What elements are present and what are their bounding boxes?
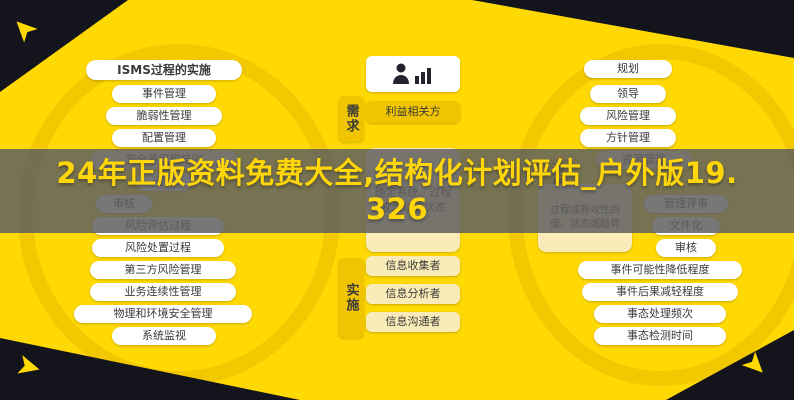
right-item-policy-mgmt: 方针管理: [580, 129, 676, 147]
overlay-banner-text-line2: 326: [365, 192, 429, 226]
right-item-leadership: 领导: [590, 85, 666, 103]
left-item-incident-mgmt: 事件管理: [112, 85, 216, 103]
implement-label: 实施: [338, 258, 364, 338]
left-item-config-mgmt: 配置管理: [112, 129, 216, 147]
right-item-risk-mgmt: 风险管理: [580, 107, 676, 125]
right-item-incident-likelihood-reduction: 事件可能性降低程度: [578, 261, 742, 279]
info-collector-box: 信息收集者: [366, 256, 460, 276]
stakeholder-icon-box: [366, 56, 460, 92]
left-item-vulnerability-mgmt: 脆弱性管理: [106, 107, 222, 125]
overlay-banner-text-line1: 24年正版资料免费大全,结构化计划评估_户外版19.: [56, 155, 738, 190]
left-item-business-continuity: 业务连续性管理: [90, 283, 236, 301]
right-item-event-detection-time: 事态检测时间: [594, 327, 726, 345]
right-item-incident-consequence-mitigation: 事件后果减轻程度: [582, 283, 738, 301]
left-item-system-monitoring: 系统监视: [112, 327, 216, 345]
left-column-title: ISMS过程的实施: [86, 60, 242, 80]
need-label: 需求: [338, 96, 364, 142]
corner-arrow-top-right-icon: ➤: [497, 3, 536, 51]
info-analyst-box: 信息分析者: [366, 284, 460, 304]
left-item-risk-treatment: 风险处置过程: [92, 239, 224, 257]
right-item-audit: 审核: [656, 239, 716, 257]
left-item-physical-env-security: 物理和环境安全管理: [74, 305, 252, 323]
overlay-banner: 24年正版资料免费大全,结构化计划评估_户外版19. 326: [0, 149, 794, 233]
stakeholder-box: 利益相关方: [366, 101, 460, 123]
info-communicator-box: 信息沟通者: [366, 312, 460, 332]
right-item-event-handling-frequency: 事态处理频次: [594, 305, 726, 323]
right-item-planning: 规划: [584, 60, 672, 78]
person-with-signal-icon: [393, 63, 431, 84]
left-item-third-party-risk: 第三方风险管理: [90, 261, 236, 279]
